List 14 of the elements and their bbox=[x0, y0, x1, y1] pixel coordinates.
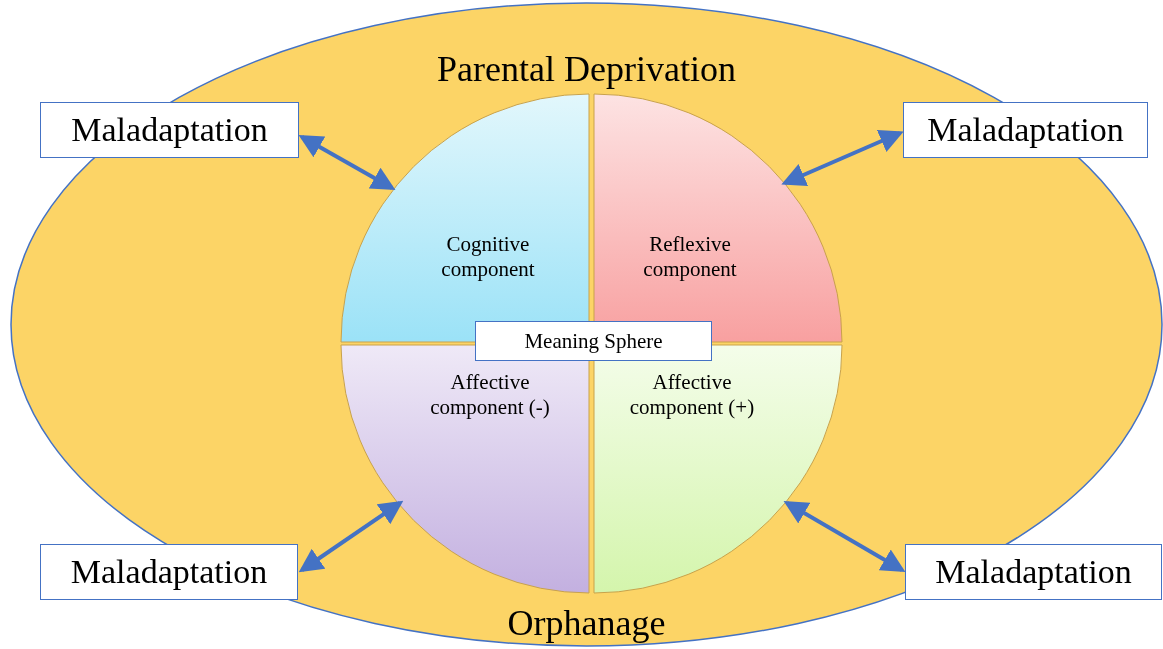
double-arrow bbox=[783, 501, 906, 572]
double-arrow bbox=[298, 135, 396, 190]
label-box: Maladaptation bbox=[40, 544, 298, 600]
label-box: Maladaptation bbox=[905, 544, 1162, 600]
ellipse-label: Orphanage bbox=[507, 602, 666, 644]
sector-label: Reflexive component bbox=[642, 232, 738, 283]
double-arrow bbox=[298, 500, 404, 573]
sector-label: Affective component (-) bbox=[429, 370, 551, 421]
ellipse bbox=[10, 2, 1163, 647]
label-box: Meaning Sphere bbox=[475, 321, 712, 361]
sector-label: Affective component (+) bbox=[628, 370, 756, 421]
ellipse-label: Parental Deprivation bbox=[437, 48, 736, 90]
double-arrow bbox=[781, 129, 904, 187]
sector-label: Cognitive component bbox=[440, 232, 536, 283]
